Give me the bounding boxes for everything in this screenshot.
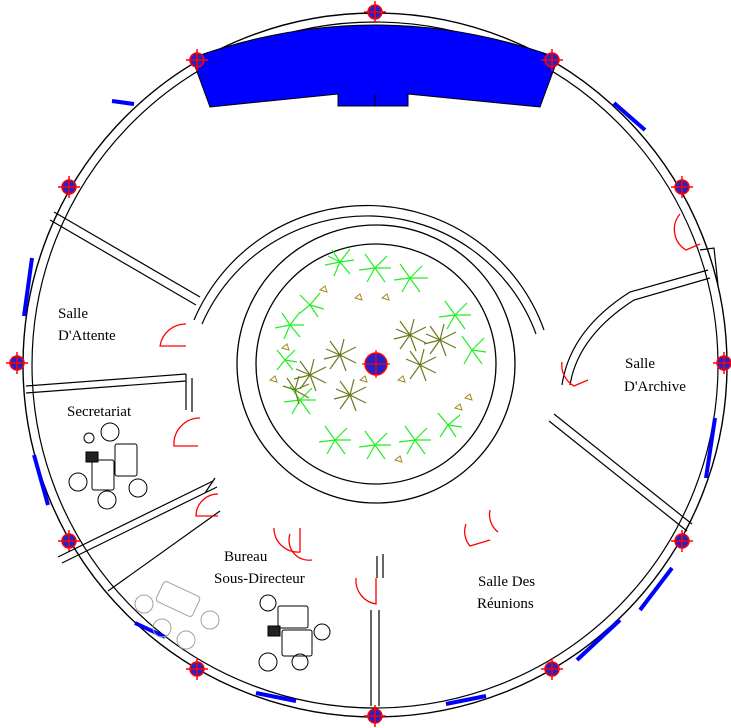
window xyxy=(134,621,166,639)
door-corridor-1 xyxy=(273,527,301,553)
corridor-ring xyxy=(193,204,545,504)
door-exterior-right xyxy=(673,213,701,251)
column xyxy=(186,49,208,71)
label-reunions-line-1: Salle Des xyxy=(478,574,535,590)
courtyard-wall-outer xyxy=(236,224,516,504)
chair xyxy=(200,610,220,630)
door-bureau-right xyxy=(355,577,377,605)
chair xyxy=(100,422,120,442)
sofa xyxy=(155,581,201,617)
column xyxy=(186,658,208,680)
chair xyxy=(258,652,278,672)
label-bureau-line-2: Sous-Directeur xyxy=(214,571,305,587)
door-reunions-2 xyxy=(488,509,499,533)
desk xyxy=(114,443,138,477)
furniture-bureau-light xyxy=(134,581,220,650)
column xyxy=(541,658,563,680)
garden-specks xyxy=(268,285,473,463)
furniture-bureau-dark xyxy=(258,594,331,672)
column xyxy=(541,49,563,71)
window xyxy=(255,691,297,703)
label-bureau-line-1: Bureau xyxy=(224,549,268,565)
chair xyxy=(97,490,117,510)
chair xyxy=(291,653,309,671)
courtyard-garden xyxy=(268,248,487,463)
column xyxy=(671,530,693,552)
palm-cluster-top xyxy=(274,248,487,460)
desk xyxy=(277,605,309,629)
chair xyxy=(68,472,88,492)
label-attente: Salle D'Attente xyxy=(58,306,116,344)
windows xyxy=(22,99,717,706)
room-labels: Salle D'Attente Secretariat Bureau Sous-… xyxy=(58,306,686,612)
label-reunions: Salle Des Réunions xyxy=(477,574,539,612)
column xyxy=(58,176,80,198)
window xyxy=(111,99,135,106)
column xyxy=(713,352,731,374)
label-archive-line-2: D'Archive xyxy=(624,379,686,395)
computer xyxy=(267,625,281,637)
door-secretariat xyxy=(173,417,201,447)
stage-block xyxy=(191,24,559,108)
door-corridor-2 xyxy=(288,533,313,561)
chair xyxy=(259,594,277,612)
chair xyxy=(176,630,196,650)
window xyxy=(32,454,50,506)
column xyxy=(364,705,386,727)
window xyxy=(704,417,717,479)
label-attente-line-1: Salle xyxy=(58,306,88,322)
desk-return xyxy=(281,629,313,657)
window xyxy=(22,257,34,317)
door-attente xyxy=(159,323,187,347)
label-secretariat-line-1: Secretariat xyxy=(67,404,132,420)
label-attente-line-2: D'Attente xyxy=(58,328,116,344)
chair xyxy=(128,478,148,498)
door-archive xyxy=(561,361,589,387)
label-archive-line-1: Salle xyxy=(625,356,655,372)
courtyard-wall-inner xyxy=(255,243,497,485)
column xyxy=(58,530,80,552)
door-bureau-left xyxy=(195,493,219,517)
door-reunions-1 xyxy=(464,523,491,547)
furniture-secretariat xyxy=(68,422,148,510)
chair xyxy=(152,618,172,638)
shrub-cluster xyxy=(282,318,457,412)
label-archive: Salle D'Archive xyxy=(624,356,686,395)
label-reunions-line-2: Réunions xyxy=(477,596,534,612)
chair xyxy=(83,432,95,444)
column xyxy=(671,176,693,198)
column xyxy=(364,1,386,23)
doors xyxy=(159,213,701,605)
computer xyxy=(85,451,99,463)
window xyxy=(445,694,487,706)
column xyxy=(6,352,28,374)
desk-return xyxy=(91,459,115,491)
label-bureau: Bureau Sous-Directeur xyxy=(214,549,305,587)
window xyxy=(612,101,647,132)
window xyxy=(575,618,622,662)
chair xyxy=(134,594,154,614)
chair xyxy=(313,623,331,641)
corridor-outer-wall-2 xyxy=(201,215,537,335)
window xyxy=(638,566,674,612)
corridor-outer-wall xyxy=(193,204,545,331)
label-secretariat: Secretariat xyxy=(67,404,132,420)
partition-walls xyxy=(25,211,719,706)
columns xyxy=(6,1,731,727)
